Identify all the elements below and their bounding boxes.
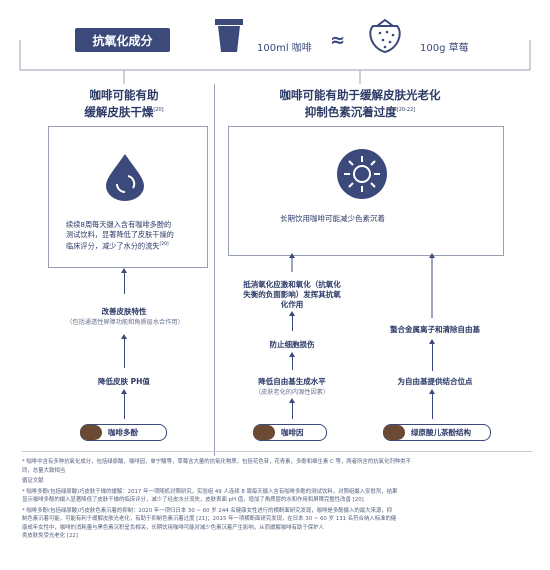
right-lower-title: 降低自由基生成水平 [258, 377, 326, 386]
left-step-2: 降低皮肤 PH值 [98, 377, 150, 386]
coffee-bean-icon [383, 425, 405, 440]
right-arrow-3 [292, 402, 293, 419]
right-lower-sub: （皮肤老化的内源性因素） [254, 389, 330, 396]
right-caption: 长期饮用咖啡可能减少色素沉着 [280, 214, 385, 223]
right-mid-text: 抵消氧化应激和氧化（抗氧化 失衡的负面影响）发挥其抗氧 化作用 [243, 280, 341, 309]
left-step-title: 改善皮肤特性 [101, 307, 147, 316]
left-heading: 咖啡可能有助 缓解皮肤干燥[20] [84, 88, 164, 119]
vertical-divider [214, 84, 215, 456]
footnotes: * 咖啡中含有多种抗氧化成分，包括绿原酸，咖啡因，单宁酸等，草莓含大量的抗氧化物… [22, 459, 411, 539]
left-arrow-2-head [121, 334, 127, 339]
left-arrow-3-head [121, 389, 127, 394]
right-mid-step: 防止细胞损伤 [269, 340, 315, 349]
right-arrow-2 [292, 356, 293, 370]
left-panel [48, 126, 208, 268]
right-arrow-4-head [429, 339, 435, 344]
right-far-title: 螯合金属离子和清除自由基 [390, 325, 480, 334]
approx-sign: ≈ [330, 30, 346, 51]
right-arrow-2-head [289, 352, 295, 357]
right-arrow-5 [432, 393, 433, 419]
coffee-bean-icon [80, 425, 102, 440]
ingredient-chlorogenic-catechol: 绿原酸儿茶酚结构 [383, 424, 491, 441]
water-drop-icon [102, 152, 148, 206]
right-branch-lines [289, 253, 435, 318]
right-heading: 咖啡可能有助于缓解皮肤光老化 抑制色素沉着过度[20-22] [279, 88, 441, 119]
right-arrow-1 [292, 315, 293, 331]
left-arrow-2 [124, 338, 125, 368]
left-arrow-1 [124, 272, 125, 294]
right-arrow-3-head [289, 398, 295, 403]
right-far-step: 为自由基提供结合位点 [397, 377, 473, 386]
ingredient-caffeine: 咖啡因 [253, 424, 327, 441]
left-step-sub: （包括通透性屏障功能和角质层水合作用） [66, 319, 184, 326]
right-arrow-1-head [289, 311, 295, 316]
berry-amount: 100g 草莓 [420, 43, 469, 54]
sun-icon [336, 148, 388, 204]
left-arrow-3 [124, 393, 125, 419]
left-arrow-1-head [121, 268, 127, 273]
header-bracket [19, 40, 531, 84]
right-arrow-5-head [429, 389, 435, 394]
coffee-bean-icon [253, 425, 275, 440]
footer-divider [22, 451, 532, 452]
page-title: 抗氧化成分 [75, 28, 170, 52]
right-arrow-4 [432, 343, 433, 371]
left-body: 续续8周每天摄入含有咖啡多酚的 测试饮料，显著降低了皮肤干燥的 临床评分，减少了… [66, 220, 174, 251]
strawberry-icon [365, 18, 405, 58]
coffee-amount: 100ml 咖啡 [257, 43, 312, 54]
ingredient-coffee-polyphenol: 咖啡多酚 [80, 424, 167, 441]
coffee-cup-icon [213, 16, 245, 58]
right-panel [228, 126, 504, 256]
